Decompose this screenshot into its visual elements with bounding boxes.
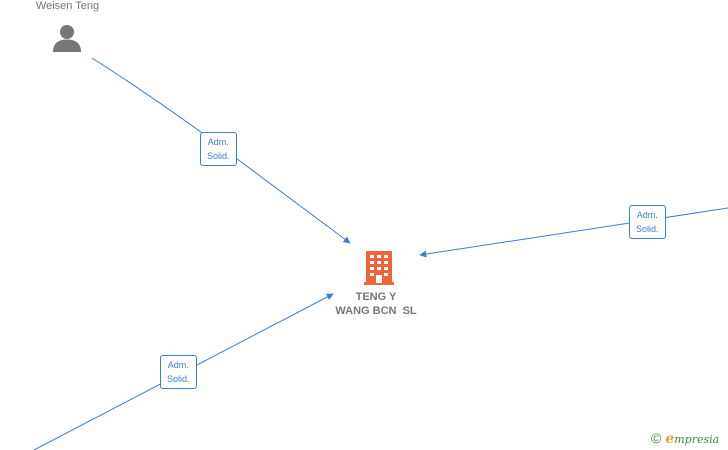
person-icon[interactable] (52, 24, 82, 57)
person-name[interactable]: Weisen Teng (35, 0, 100, 12)
edge-label-adm-solid-1[interactable]: Adm. Solid. (200, 132, 237, 166)
empresia-footer: ©empresia (651, 430, 719, 447)
edge-label-adm-solid-2[interactable]: Adm. Solid. (629, 205, 666, 239)
empresia-logo[interactable]: empresia (665, 431, 720, 447)
building-icon[interactable] (364, 251, 394, 290)
edge-label-adm-solid-3[interactable]: Adm. Solid. (160, 355, 197, 389)
edge-label-line1: Adm. (207, 137, 229, 147)
edge-line-person-to-company (91, 57, 351, 244)
edge-label-line2: Solid. (207, 151, 230, 161)
company-name-line1: TENG Y (355, 291, 397, 303)
company-name[interactable]: TENG Y WANG BCN SL (316, 290, 436, 318)
edge-label-line2: Solid. (167, 374, 190, 384)
company-name-line2: WANG BCN SL (335, 305, 417, 317)
edge-label-line2: Solid. (636, 224, 659, 234)
edge-label-line1: Adm. (636, 210, 658, 220)
edge-line-right-to-company (419, 207, 728, 258)
copyright-icon: © (651, 430, 662, 446)
edge-label-line1: Adm. (167, 360, 189, 370)
